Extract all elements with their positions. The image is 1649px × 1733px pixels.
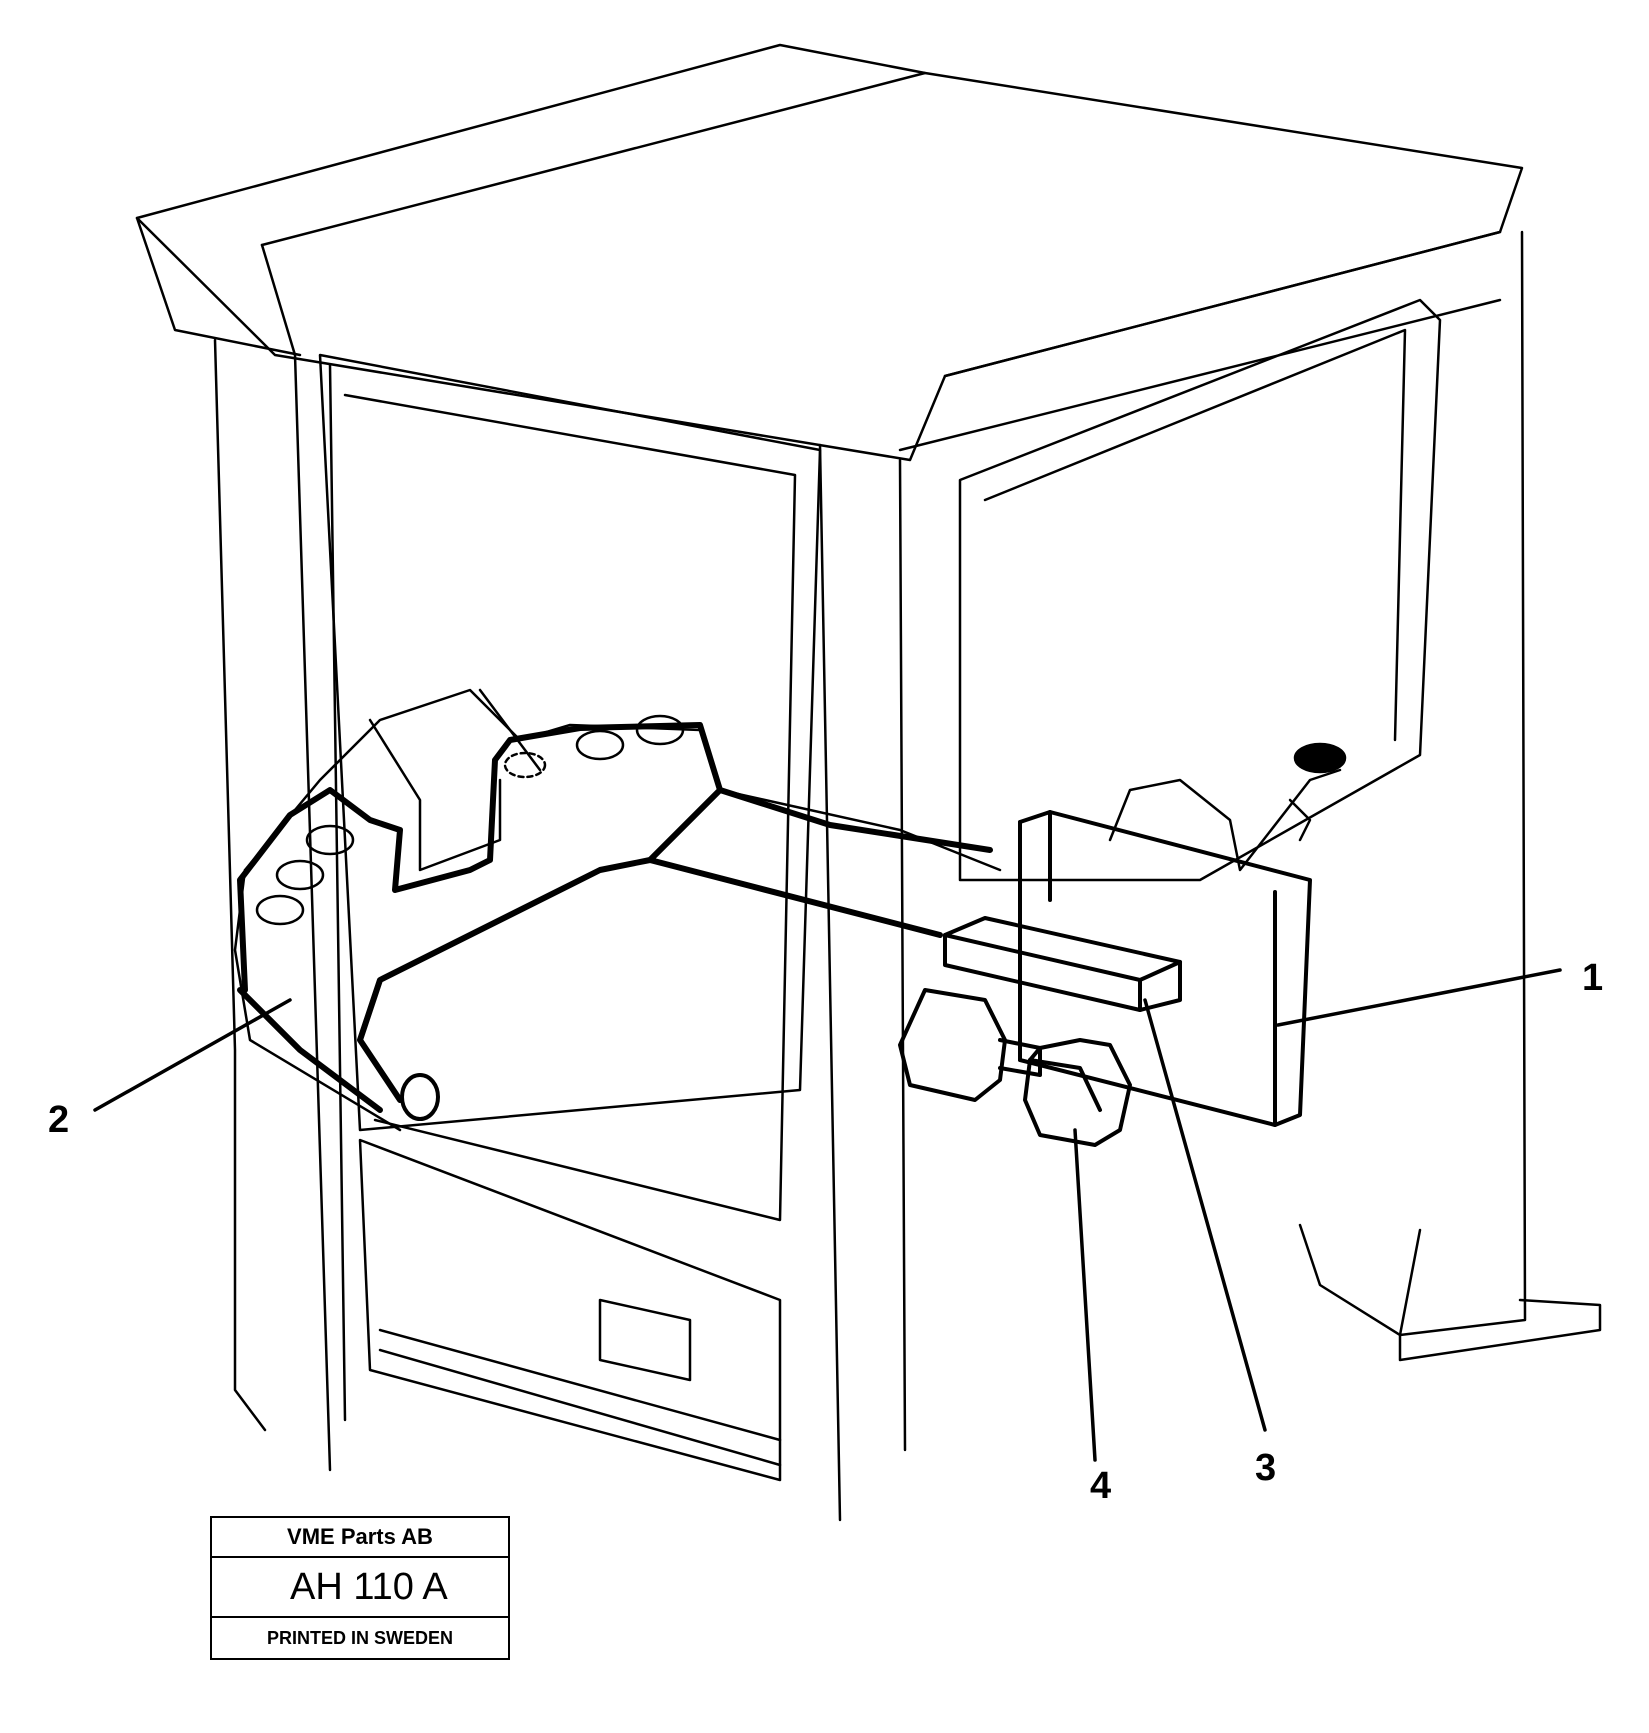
callout-2: 2 — [48, 1099, 69, 1141]
cab-roof — [135, 43, 1524, 462]
stamp-printed: PRINTED IN SWEDEN — [266, 1627, 453, 1648]
leader-lines — [93, 968, 1562, 1462]
front-window — [318, 353, 822, 1222]
cab-body — [213, 230, 1602, 1522]
stamp-code: AH 110 A — [212, 1558, 508, 1618]
lower-panel — [358, 1138, 782, 1482]
parts-stamp: VME Parts AB AH 110 A PRINTED IN SWEDEN — [210, 1516, 510, 1660]
leader-line-4 — [1073, 1128, 1097, 1462]
leader-line-2 — [93, 998, 292, 1112]
callout-3: 3 — [1255, 1447, 1276, 1489]
wiring-harness — [237, 722, 993, 1121]
seat — [1108, 742, 1347, 872]
control-unit — [1018, 810, 1312, 1127]
leader-line-1 — [1276, 968, 1562, 1027]
stamp-company: VME Parts AB — [212, 1518, 508, 1558]
switch-units — [898, 988, 1132, 1147]
leader-line-3 — [1143, 998, 1267, 1432]
callout-1: 1 — [1582, 957, 1603, 999]
side-window — [958, 298, 1442, 882]
relay-block — [943, 916, 1182, 1012]
callout-4: 4 — [1090, 1465, 1111, 1507]
